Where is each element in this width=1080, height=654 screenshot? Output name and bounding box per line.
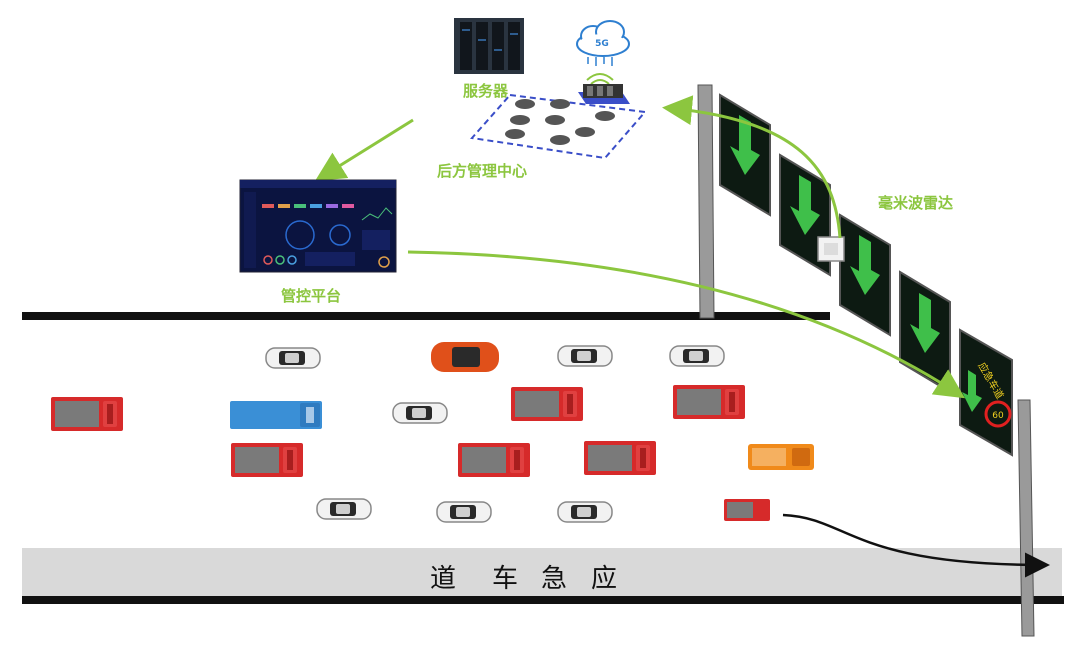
green-arrow-icon	[790, 175, 820, 235]
red-truck	[51, 397, 123, 431]
radar-to-backend-line	[662, 95, 842, 239]
server-rack-icon	[454, 18, 524, 74]
car	[557, 345, 613, 367]
road-bottom-edge	[22, 596, 1064, 604]
red-truck	[458, 443, 530, 477]
car	[557, 501, 613, 523]
server-label: 服务器	[463, 82, 509, 100]
car	[392, 402, 448, 424]
radar-device-icon	[817, 236, 845, 262]
green-arrow-icon	[850, 235, 880, 295]
control-platform-screen	[239, 179, 397, 273]
speed-limit-value: 60	[992, 411, 1004, 421]
orange-truck	[748, 444, 814, 470]
car	[431, 342, 499, 372]
platform-to-sign-line	[407, 250, 966, 399]
red-truck	[673, 385, 745, 419]
speed-limit-icon	[984, 400, 1012, 428]
car	[669, 345, 725, 367]
5g-cloud-icon: 5G	[576, 20, 630, 66]
road-top-edge	[22, 312, 830, 320]
backend-label: 后方管理中心	[437, 162, 528, 180]
platform-label: 管控平台	[281, 287, 342, 305]
green-arrow-icon	[910, 293, 940, 353]
green-arrow-icon	[962, 370, 982, 412]
car	[436, 501, 492, 523]
lane-char-1: 道	[430, 564, 457, 594]
lane-char-4: 应	[591, 564, 618, 594]
car	[316, 498, 372, 520]
backend-cluster-icon	[470, 73, 647, 160]
blue-truck	[230, 401, 322, 429]
red-truck	[584, 441, 656, 475]
car	[265, 347, 321, 369]
red-truck	[724, 499, 770, 521]
lane-char-3: 急	[541, 564, 568, 594]
gantry-sign: 60 应急车道	[719, 93, 1013, 457]
red-truck	[231, 443, 303, 477]
gantry-pole-left	[697, 84, 715, 319]
backend-to-platform-line	[314, 118, 414, 182]
lane-char-2: 车	[492, 564, 519, 594]
green-arrow-icon	[730, 115, 760, 175]
radar-label: 毫米波雷达	[878, 194, 954, 212]
red-truck	[511, 387, 583, 421]
emergency-lane	[22, 548, 1062, 600]
diversion-arrow	[782, 513, 1050, 578]
cloud-label: 5G	[595, 39, 609, 49]
